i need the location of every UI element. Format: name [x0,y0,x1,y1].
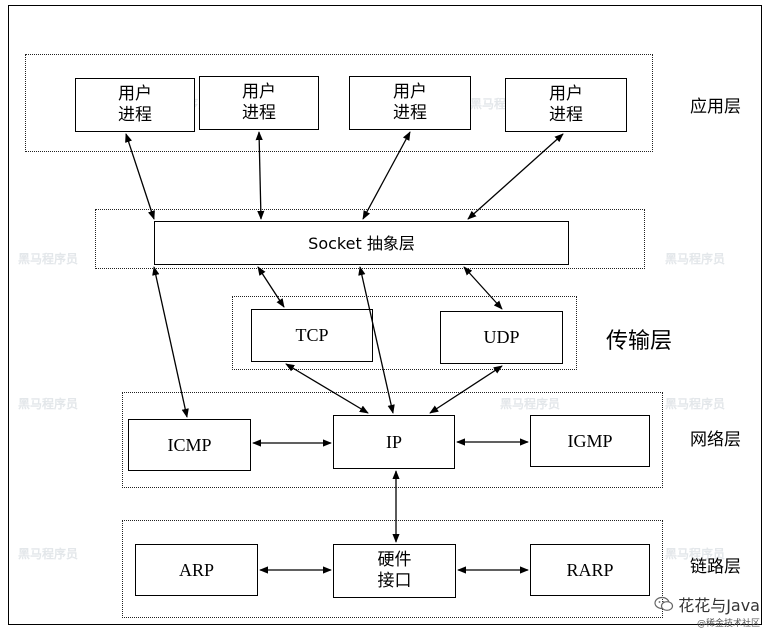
watermark: 黑马程序员 [665,547,726,561]
footer-brand-text: 花花与Java [678,596,760,615]
watermark: 黑马程序员 [665,252,726,266]
link-layer-label: 链路层 [690,557,741,577]
watermark: 黑马程序员 [665,397,726,411]
hardware-interface-box: 硬件 接口 [333,544,456,598]
user-process-box: 用户 进程 [199,76,319,130]
user-process-box: 用户 进程 [349,76,471,130]
rarp-box: RARP [530,544,650,596]
icmp-box: ICMP [128,419,251,471]
footer-brand: 花花与Java [654,592,760,616]
arp-box: ARP [135,544,258,596]
user-process-box: 用户 进程 [75,78,195,132]
igmp-box: IGMP [530,415,650,467]
watermark: 黑马程序员 [18,252,79,266]
udp-box: UDP [440,311,563,364]
socket-abstraction-box: Socket 抽象层 [154,221,569,265]
transport-layer-region [232,296,577,370]
user-process-box: 用户 进程 [505,78,627,132]
watermark: 黑马程序员 [500,397,561,411]
network-layer-label: 网络层 [690,430,741,450]
wechat-icon [654,596,674,611]
application-layer-region [25,54,653,152]
watermark: 黑马程序员 [18,397,79,411]
tcp-box: TCP [251,309,373,362]
footer-subtext: @稀金技术社区 [696,619,760,629]
ip-box: IP [333,415,455,469]
application-layer-label: 应用层 [690,97,741,117]
transport-layer-label: 传输层 [606,329,673,354]
watermark: 黑马程序员 [18,547,79,561]
